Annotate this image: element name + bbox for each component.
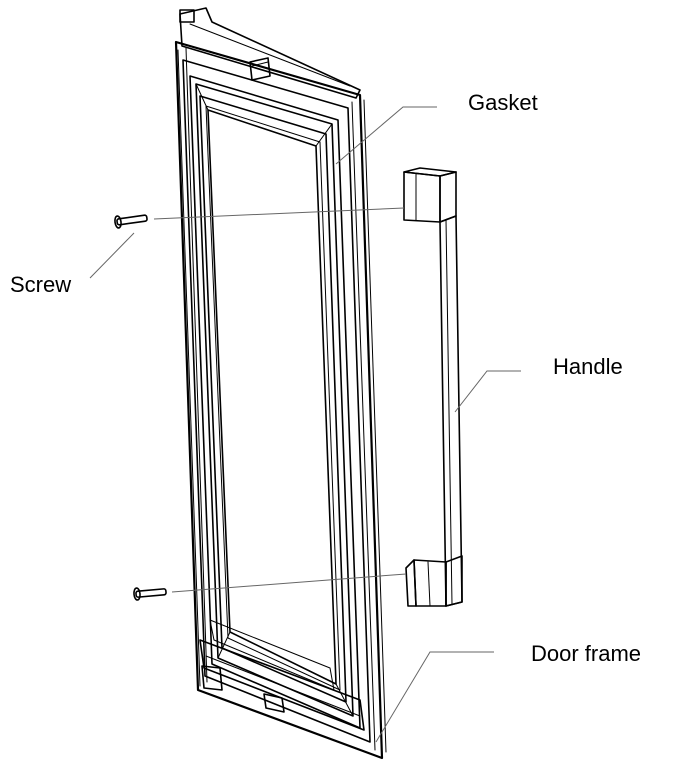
screw-upper — [114, 214, 148, 229]
door-frame-leader-line — [375, 651, 494, 743]
gasket-leader-line — [335, 106, 437, 165]
gasket-label: Gasket — [468, 90, 538, 115]
screw-label: Screw — [10, 272, 71, 297]
door-frame-label: Door frame — [531, 641, 641, 666]
handle-label: Handle — [553, 354, 623, 379]
alignment-line-lower — [171, 573, 407, 593]
screw-lower — [133, 587, 167, 601]
handle-leader-line — [454, 370, 521, 413]
screw-leader-line — [89, 232, 135, 279]
gasket — [195, 83, 354, 717]
handle — [403, 167, 463, 607]
alignment-line-upper — [153, 207, 405, 220]
